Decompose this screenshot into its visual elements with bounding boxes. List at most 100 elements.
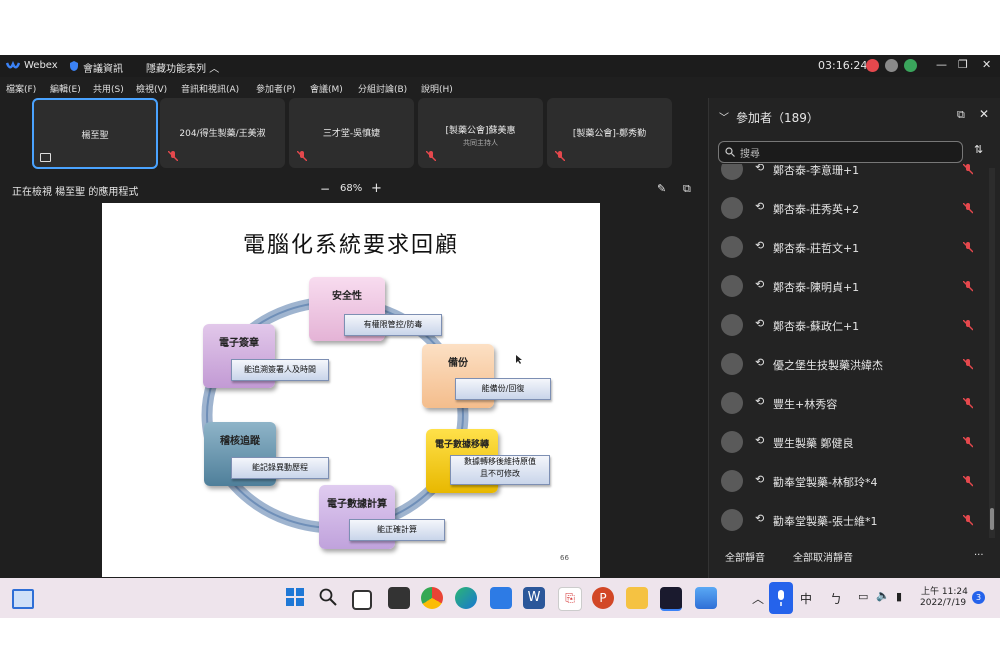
- record-icon[interactable]: [866, 59, 879, 72]
- participant-name: 優之堡生技製藥洪緯杰: [773, 359, 883, 372]
- taskbar-date[interactable]: 2022/7/19: [920, 598, 967, 608]
- zoom-in-button[interactable]: +: [371, 181, 382, 196]
- node-label: 電子簽章: [219, 338, 259, 349]
- close-icon[interactable]: ✕: [982, 58, 992, 71]
- display-icon[interactable]: ▭: [858, 590, 869, 603]
- webex-app-window: Webex 會議資訊 隱藏功能表列 ︿ 03:16:24 — ❐ ✕ 檔案(F)…: [0, 55, 1000, 578]
- zoom-out-button[interactable]: −: [320, 182, 331, 196]
- menu-share[interactable]: 共用(S): [93, 85, 124, 95]
- search-placeholder: 搜尋: [740, 149, 760, 160]
- annotate-icon[interactable]: ✎: [657, 182, 667, 195]
- popout-icon[interactable]: ⧉: [683, 182, 691, 195]
- windows-taskbar: W ⎘ P ︿ 中 ㄅ ▭ 🔈 ▮ 上午 11:24 2022/7/19 3: [0, 578, 1000, 618]
- network-health-icon[interactable]: [904, 59, 917, 72]
- menu-audio-video[interactable]: 音訊和視訊(A): [181, 85, 240, 95]
- mic-muted-icon[interactable]: [963, 476, 973, 487]
- restore-icon[interactable]: ❐: [958, 58, 968, 71]
- mouse-cursor-icon: [516, 355, 522, 364]
- tile-role: 共同主持人: [463, 139, 498, 147]
- menu-meeting[interactable]: 會議(M): [310, 85, 343, 95]
- audio-icon: ⟲: [755, 200, 765, 213]
- start-icon[interactable]: [286, 588, 304, 606]
- word-icon[interactable]: W: [523, 587, 545, 609]
- edge-icon[interactable]: [455, 587, 477, 609]
- menu-help[interactable]: 說明(H): [421, 85, 453, 95]
- mic-muted-icon[interactable]: [963, 359, 973, 370]
- minimize-icon[interactable]: —: [936, 58, 947, 71]
- chevron-up-icon[interactable]: ︿: [752, 592, 765, 606]
- notification-badge[interactable]: 3: [972, 591, 985, 604]
- task-view-icon[interactable]: [352, 590, 372, 610]
- participant-row[interactable]: ⟲ 優之堡生技製藥洪緯杰: [709, 345, 993, 384]
- scrollbar-thumb[interactable]: [990, 508, 994, 530]
- app-name: Webex: [24, 60, 58, 71]
- connection-icon[interactable]: [885, 59, 898, 72]
- photos-icon[interactable]: [695, 587, 717, 609]
- chrome-icon[interactable]: [421, 587, 443, 609]
- viewing-bar: 正在檢視 楊至聖 的應用程式 − 68% + ✎ ⧉: [0, 179, 705, 199]
- powerpoint-icon[interactable]: P: [592, 587, 614, 609]
- file-explorer-icon[interactable]: [626, 587, 648, 609]
- node-label: 稽核追蹤: [220, 436, 260, 447]
- video-tile[interactable]: 楊至聖: [32, 98, 158, 169]
- participants-panel: ﹀ 參加者（189） ⧉ ✕ 搜尋 ⇅ ⟲ 鄭杏泰-李意珊+1 ⟲ 鄭杏泰-莊秀…: [708, 98, 1000, 578]
- participant-row[interactable]: ⟲ 鄭杏泰-蘇政仁+1: [709, 306, 993, 345]
- widgets-icon[interactable]: [12, 589, 34, 609]
- participant-row[interactable]: ⟲ 鄭杏泰-李意珊+1: [709, 164, 993, 189]
- more-options-button[interactable]: ...: [974, 547, 984, 558]
- menu-edit[interactable]: 編輯(E): [50, 85, 81, 95]
- mic-muted-icon[interactable]: [963, 515, 973, 526]
- mic-muted-icon[interactable]: [963, 437, 973, 448]
- video-tile[interactable]: 三才堂-吳慎婕: [289, 98, 414, 168]
- ime-zhuyin[interactable]: ㄅ: [830, 592, 843, 606]
- audio-icon: ⟲: [755, 512, 765, 525]
- tile-name: 三才堂-吳慎婕: [322, 129, 381, 139]
- participant-row[interactable]: ⟲ 豐生+林秀容: [709, 384, 993, 423]
- menu-file[interactable]: 檔案(F): [6, 85, 37, 95]
- share-screen-icon: [40, 153, 51, 162]
- taskbar-time[interactable]: 上午 11:24: [921, 587, 968, 597]
- video-tile[interactable]: 204/得生製藥/王美淑: [160, 98, 285, 168]
- mic-muted-icon[interactable]: [963, 281, 973, 292]
- unmute-all-button[interactable]: 全部取消靜音: [793, 553, 853, 564]
- scrollbar[interactable]: [989, 168, 995, 538]
- avatar: [721, 470, 743, 492]
- audio-icon: ⟲: [755, 395, 765, 408]
- popout-icon[interactable]: ⧉: [957, 108, 965, 121]
- sort-icon[interactable]: ⇅: [974, 143, 984, 156]
- mic-muted-icon[interactable]: [963, 398, 973, 409]
- mic-muted-icon[interactable]: [963, 320, 973, 331]
- menu-participants[interactable]: 參加者(P): [256, 85, 296, 95]
- mic-muted-icon[interactable]: [963, 242, 973, 253]
- mic-muted-icon[interactable]: [963, 203, 973, 214]
- battery-icon[interactable]: ▮: [896, 590, 903, 603]
- hide-menu-bar-toggle[interactable]: 隱藏功能表列 ︿: [146, 64, 220, 75]
- meeting-info-link[interactable]: 會議資訊: [83, 64, 123, 75]
- participant-row[interactable]: ⟲ 勸奉堂製藥-張士維*1: [709, 501, 993, 538]
- avatar: [721, 431, 743, 453]
- menu-view[interactable]: 檢視(V): [136, 85, 168, 95]
- volume-icon[interactable]: 🔈: [876, 589, 890, 602]
- ime-mode[interactable]: 中: [800, 592, 813, 606]
- mic-button[interactable]: [769, 582, 793, 614]
- participant-row[interactable]: ⟲ 勸奉堂製藥-林郁玲*4: [709, 462, 993, 501]
- close-panel-icon[interactable]: ✕: [979, 107, 990, 121]
- note-audit-trail: 能記錄異動歷程: [231, 457, 329, 479]
- search-input[interactable]: 搜尋: [718, 141, 963, 163]
- video-tile[interactable]: [製藥公會]蘇美惠 共同主持人: [418, 98, 543, 168]
- menu-breakout[interactable]: 分組討論(B): [358, 85, 408, 95]
- shield-icon[interactable]: [69, 60, 79, 72]
- participant-row[interactable]: ⟲ 豐生製藥 鄭健良: [709, 423, 993, 462]
- notepad-icon[interactable]: [490, 587, 512, 609]
- participant-row[interactable]: ⟲ 鄭杏泰-陳明貞+1: [709, 267, 993, 306]
- search-icon[interactable]: [319, 588, 337, 606]
- chevron-down-icon[interactable]: ﹀: [719, 113, 729, 124]
- mute-all-button[interactable]: 全部靜音: [725, 553, 765, 564]
- participant-row[interactable]: ⟲ 鄭杏泰-莊哲文+1: [709, 228, 993, 267]
- webex-taskbar-icon[interactable]: [660, 587, 682, 611]
- video-tile[interactable]: [製藥公會]-鄭秀勤: [547, 98, 672, 168]
- mic-muted-icon[interactable]: [963, 164, 973, 175]
- participant-row[interactable]: ⟲ 鄭杏泰-莊秀英+2: [709, 189, 993, 228]
- pdf-icon[interactable]: ⎘: [558, 587, 582, 611]
- sticky-notes-icon[interactable]: [388, 587, 410, 609]
